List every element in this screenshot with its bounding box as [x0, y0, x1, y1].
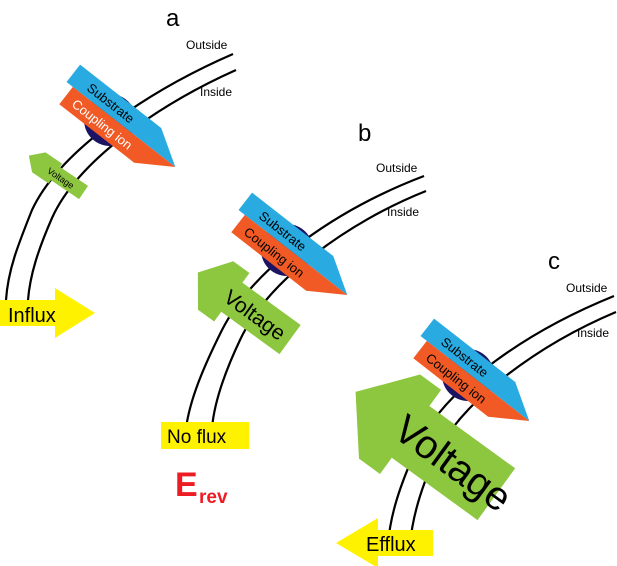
erev-main: E — [175, 466, 198, 504]
outside-label: Outside — [186, 38, 228, 52]
flux-label: Influx — [8, 305, 56, 327]
no-flux-box — [161, 422, 249, 449]
panel-a: a Outside Inside Substrate Coupling ion … — [0, 5, 237, 338]
panel-letter: a — [166, 5, 180, 32]
outside-label: Outside — [566, 281, 608, 295]
panel-letter: c — [548, 248, 560, 275]
flux-label: Efflux — [366, 534, 416, 556]
panel-b: b Outside Inside Substrate Coupling ion … — [161, 120, 427, 508]
outside-label: Outside — [376, 161, 418, 175]
voltage-arrow — [28, 152, 89, 200]
substrate-arrow — [66, 64, 176, 167]
panel-c: c Outside Inside Substrate Coupling ion … — [336, 248, 617, 566]
membrane-outer-line — [4, 52, 234, 301]
voltage-arrow — [197, 261, 301, 355]
efflux-arrow — [336, 518, 433, 566]
panel-letter: b — [358, 120, 371, 147]
inside-label: Inside — [577, 326, 609, 340]
voltage-arrow — [355, 374, 516, 521]
coupling-ion-arrow — [413, 340, 530, 421]
substrate-arrow — [238, 192, 348, 295]
membrane-inner-line — [26, 68, 237, 301]
coupling-ion-arrow — [59, 86, 176, 167]
inside-label: Inside — [200, 85, 232, 99]
erev-subscript: rev — [199, 487, 228, 508]
influx-arrow — [0, 288, 95, 338]
substrate-arrow — [420, 318, 530, 421]
erev-label: E — [175, 466, 198, 504]
flux-label: No flux — [167, 427, 227, 448]
inside-label: Inside — [387, 205, 419, 219]
coupling-ion-arrow — [231, 214, 348, 295]
